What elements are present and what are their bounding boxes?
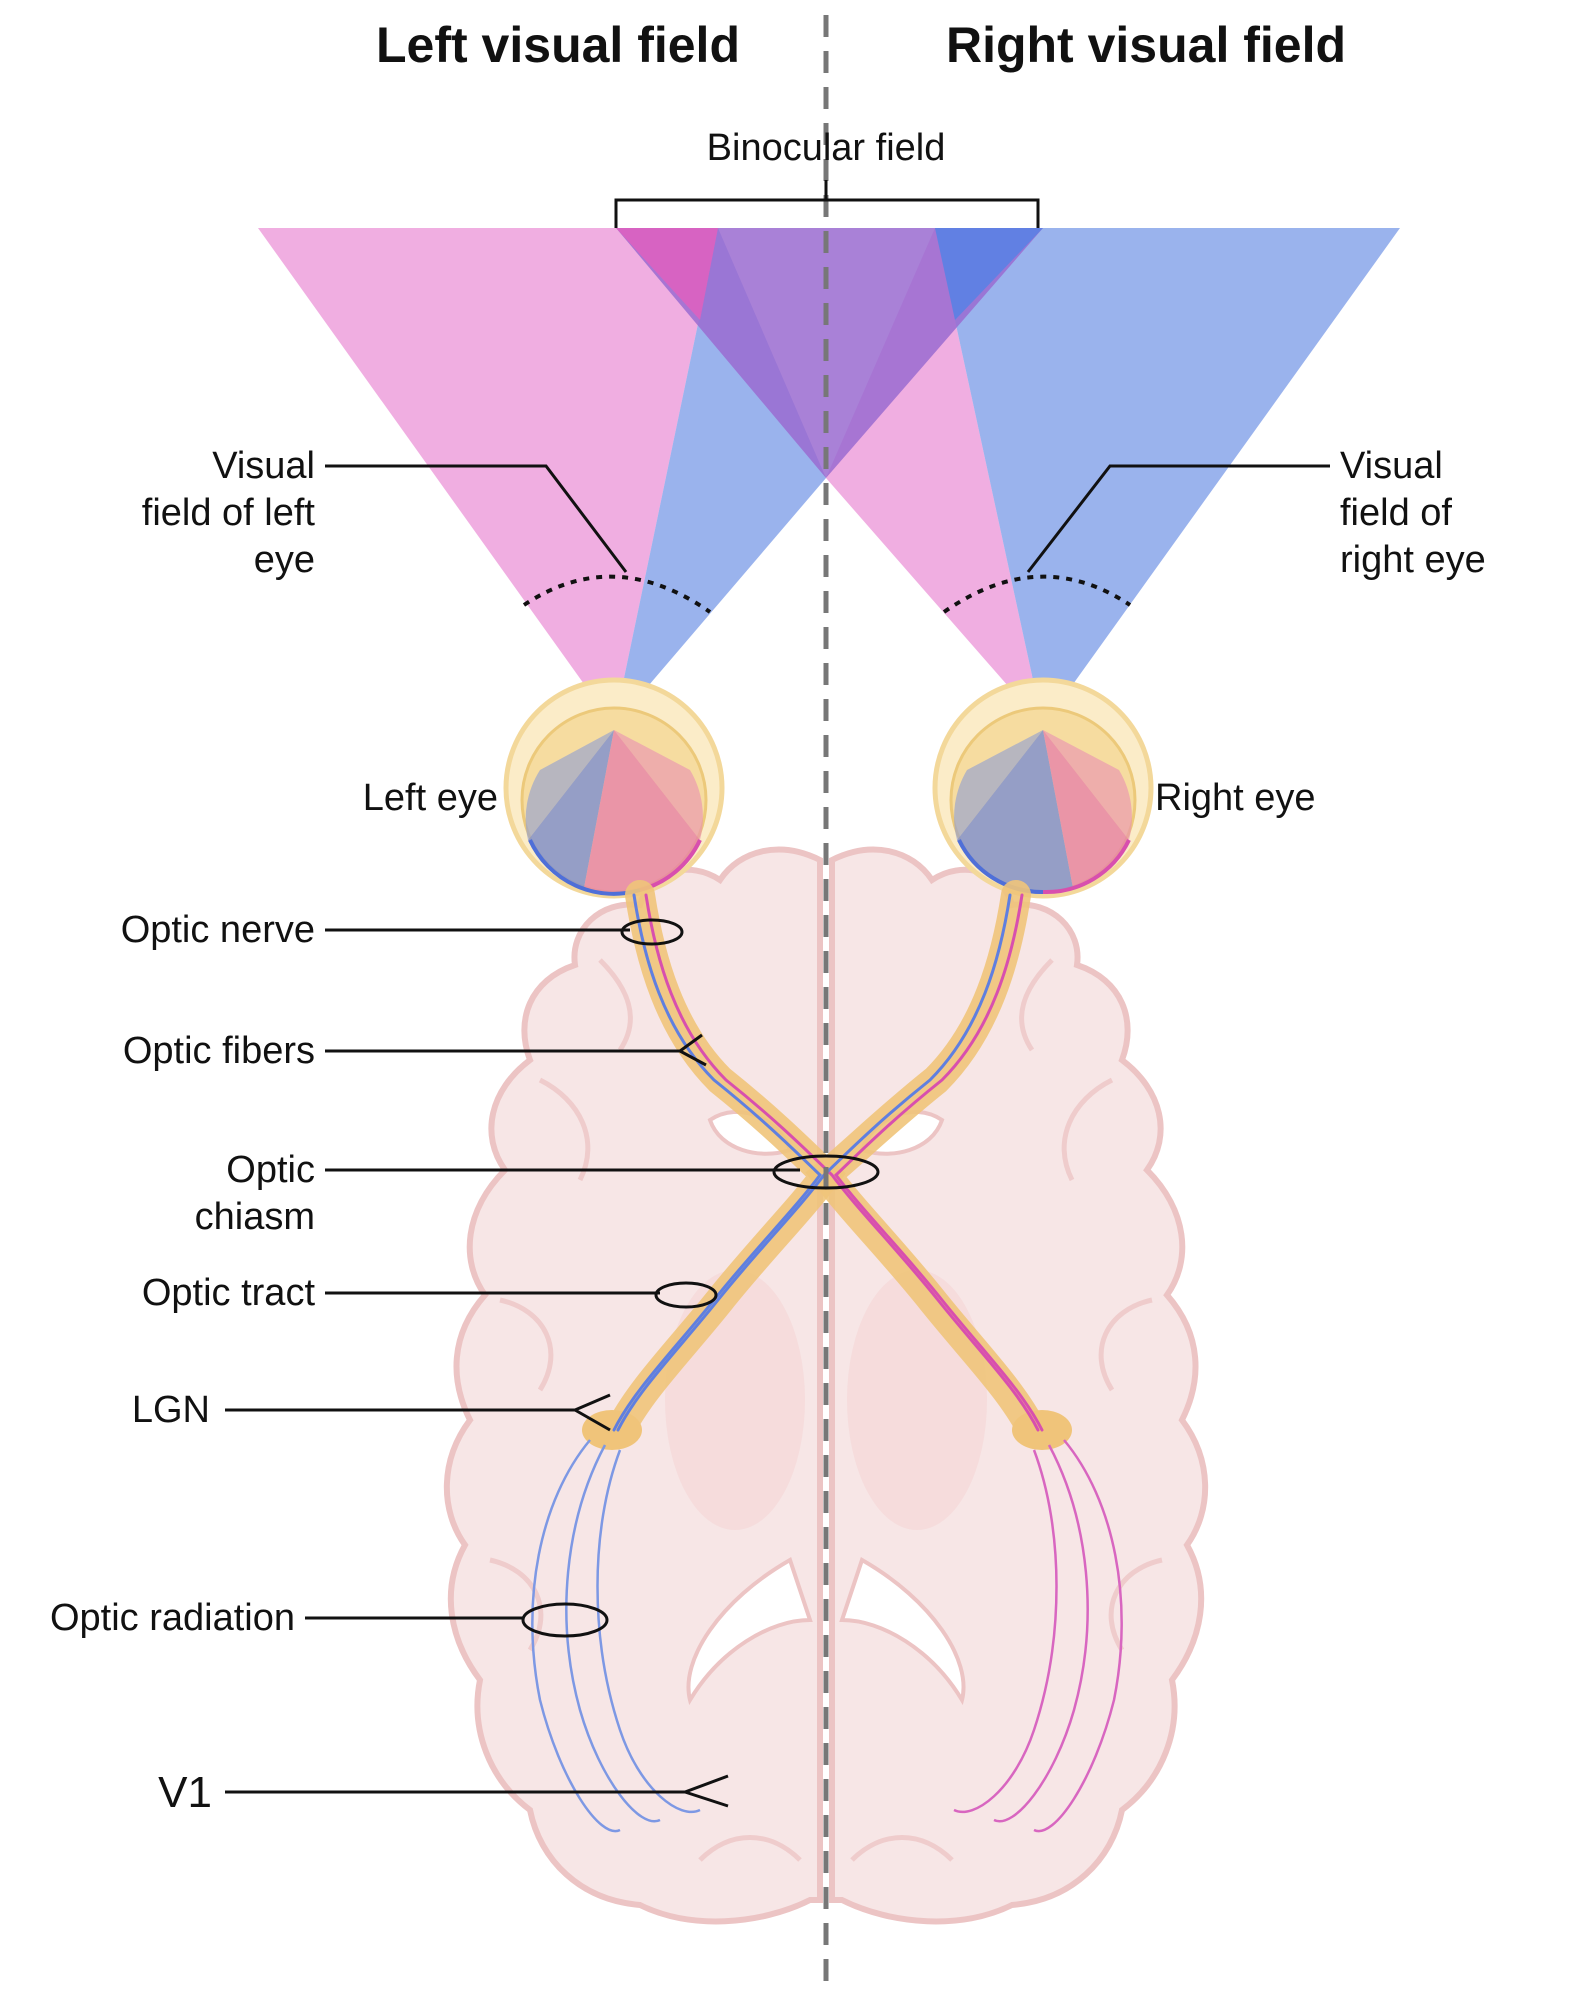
left-field-arc: [522, 574, 712, 614]
optic-tract-label: Optic tract: [142, 1272, 316, 1314]
right-thalamus: [847, 1270, 987, 1530]
left-eye-field-pink: [258, 228, 718, 726]
brain: [443, 846, 1209, 1925]
binocular-field-label: Binocular field: [707, 127, 946, 169]
ventricles: [686, 1109, 966, 1706]
left-lgn: [582, 1410, 642, 1450]
visual-fields: [258, 228, 1400, 726]
left-field-label-line1: Visual: [212, 445, 315, 487]
right-field-arc: [942, 574, 1132, 614]
left-visual-field-header: Left visual field: [376, 17, 740, 73]
right-visual-field-header: Right visual field: [946, 17, 1346, 73]
leader-lines: [225, 464, 1330, 1808]
right-eye-field-pink: [826, 228, 1043, 726]
optic-radiation-fibers: [531, 1439, 1123, 1833]
optic-nerve-label: Optic nerve: [121, 909, 315, 951]
lgn-label: LGN: [132, 1389, 210, 1431]
left-field-label-line2: field of left: [142, 492, 316, 534]
optic-fibers-label: Optic fibers: [123, 1030, 315, 1072]
binocular-overlap: [616, 228, 1043, 478]
optic-chiasm-label-line1: Optic: [226, 1149, 315, 1191]
left-field-label-line3: eye: [254, 539, 315, 581]
right-eye-field-blue: [935, 228, 1400, 726]
right-field-label-line2: field of: [1340, 492, 1452, 534]
right-field-label-line3: right eye: [1340, 539, 1486, 581]
optic-radiation-label: Optic radiation: [50, 1597, 295, 1639]
optic-chiasm-label-line2: chiasm: [195, 1196, 315, 1238]
binocular-edge-pink: [616, 228, 718, 320]
left-eye: [503, 677, 725, 899]
left-thalamus: [665, 1270, 805, 1530]
left-eye-label: Left eye: [363, 777, 498, 819]
left-eye-field-blue: [614, 228, 826, 726]
right-eye: [932, 677, 1154, 899]
binocular-edge-blue: [935, 228, 1043, 320]
binocular-bracket: [614, 180, 1040, 228]
right-field-label-line1: Visual: [1340, 445, 1443, 487]
cortex-folds: [489, 958, 1163, 1862]
v1-label: V1: [158, 1768, 212, 1817]
right-eye-label: Right eye: [1155, 777, 1316, 819]
